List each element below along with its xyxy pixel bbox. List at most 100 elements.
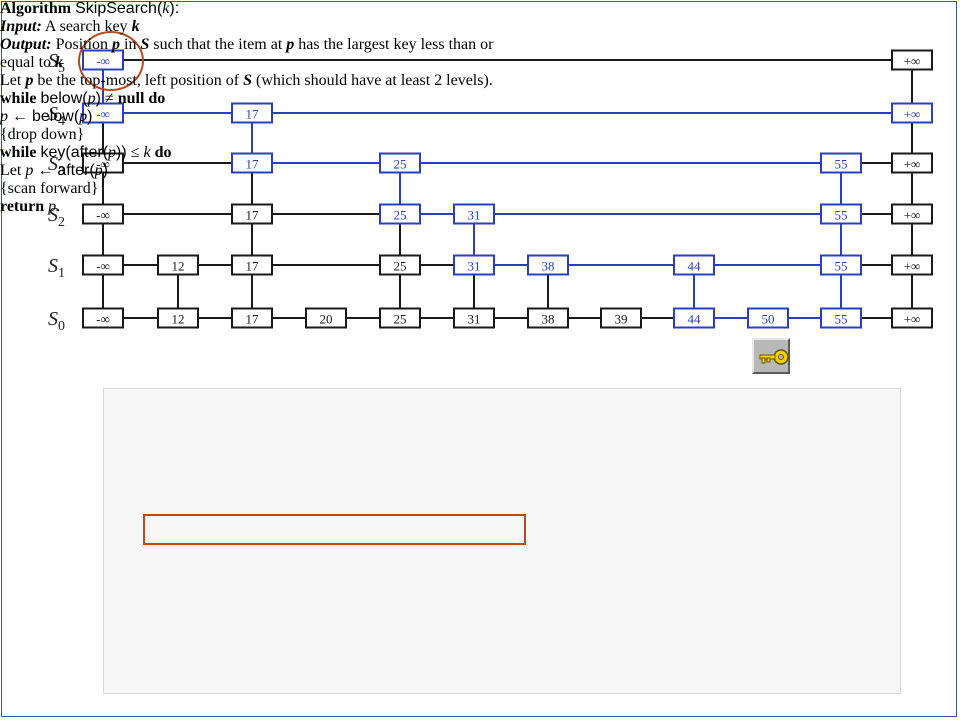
key-icon-button[interactable] bbox=[752, 338, 790, 374]
neq-symbol: ≠ bbox=[104, 90, 114, 107]
node-s0-39: 39 bbox=[600, 307, 642, 329]
output-text-5: equal to bbox=[0, 54, 52, 71]
drop-below-fn: below bbox=[32, 108, 74, 125]
node-s4-+inf: +∞ bbox=[891, 102, 933, 124]
node-s2-55: 55 bbox=[820, 203, 862, 225]
let-text-3: (which should have at least 2 levels). bbox=[255, 72, 493, 89]
node-s1-31: 31 bbox=[453, 254, 495, 276]
node-s1-38: 38 bbox=[527, 254, 569, 276]
output-text-1: Position bbox=[55, 36, 109, 53]
node-s0-25: 25 bbox=[379, 307, 421, 329]
node-s4--inf: -∞ bbox=[82, 102, 124, 124]
input-line: Input: A search key k bbox=[0, 18, 960, 36]
node-box bbox=[379, 203, 421, 225]
node-s5-+inf: +∞ bbox=[891, 49, 933, 71]
drop-arg-p: p bbox=[79, 108, 88, 125]
scan-arrow: ← bbox=[37, 162, 54, 179]
key-icon bbox=[759, 349, 789, 365]
let-var-s: S bbox=[243, 72, 252, 89]
drop-line: p ← below(p) bbox=[0, 108, 93, 125]
input-text: A search key bbox=[44, 18, 128, 35]
scan-var-p: p bbox=[25, 162, 34, 179]
node-label: -∞ bbox=[96, 107, 110, 122]
node-label: 38 bbox=[542, 312, 555, 327]
node-s1-+inf: +∞ bbox=[891, 254, 933, 276]
scan-let: Let bbox=[0, 162, 22, 179]
node-s2--inf: -∞ bbox=[82, 203, 124, 225]
node-box bbox=[379, 152, 421, 174]
input-var: k bbox=[131, 18, 140, 35]
node-box bbox=[231, 203, 273, 225]
node-s2-31: 31 bbox=[453, 203, 495, 225]
after-fn: after bbox=[70, 144, 103, 161]
level-label-s2: S2 bbox=[48, 204, 65, 230]
node-box bbox=[891, 102, 933, 124]
while-var-p: p bbox=[87, 90, 96, 107]
node-label: -∞ bbox=[96, 208, 110, 223]
node-label: 44 bbox=[688, 312, 702, 327]
node-s0-38: 38 bbox=[527, 307, 569, 329]
node-s0-31: 31 bbox=[453, 307, 495, 329]
while2-var-p: p bbox=[108, 144, 117, 161]
node-label: +∞ bbox=[904, 107, 921, 122]
node-s3-+inf: +∞ bbox=[891, 152, 933, 174]
node-s1-44: 44 bbox=[673, 254, 715, 276]
node-s1-17: 17 bbox=[231, 254, 273, 276]
node-label: 31 bbox=[468, 259, 481, 274]
node-box bbox=[82, 102, 124, 124]
node-box bbox=[157, 307, 199, 329]
output-line-1: Output: Position p in S such that the it… bbox=[0, 36, 960, 54]
return-keyword: return bbox=[0, 198, 45, 215]
do-keyword: do bbox=[148, 90, 166, 107]
node-box bbox=[820, 152, 862, 174]
node-box bbox=[305, 307, 347, 329]
output-var-k: k bbox=[55, 54, 64, 71]
output-text-3: such that the item at bbox=[153, 36, 283, 53]
node-s3--inf: -∞ bbox=[82, 152, 124, 174]
node-s1--inf: -∞ bbox=[82, 254, 124, 276]
node-label: -∞ bbox=[96, 312, 110, 327]
node-box bbox=[820, 307, 862, 329]
node-box bbox=[82, 307, 124, 329]
node-s2-17: 17 bbox=[231, 203, 273, 225]
node-label: 31 bbox=[468, 312, 481, 327]
node-box bbox=[891, 307, 933, 329]
scan-line: Let p ← after(p) bbox=[0, 162, 108, 179]
node-s1-55: 55 bbox=[820, 254, 862, 276]
node-label: 50 bbox=[762, 312, 775, 327]
node-s0-50: 50 bbox=[747, 307, 789, 329]
node-box bbox=[231, 307, 273, 329]
while-line: while below(p) ≠ null do bbox=[0, 90, 166, 107]
input-label: Input: bbox=[0, 18, 42, 35]
node-label: 55 bbox=[835, 208, 848, 223]
node-label: 17 bbox=[246, 312, 260, 327]
start-position-circle bbox=[78, 31, 144, 91]
while2-do-keyword: do bbox=[154, 144, 172, 161]
node-box bbox=[157, 254, 199, 276]
node-box bbox=[82, 203, 124, 225]
algorithm-header: Algorithm SkipSearch(k): bbox=[0, 0, 180, 17]
node-label: 31 bbox=[468, 208, 481, 223]
scan-arg-p: p bbox=[94, 162, 103, 179]
algorithm-keyword: Algorithm bbox=[0, 0, 72, 17]
node-s0-44: 44 bbox=[673, 307, 715, 329]
while2-keyword: while bbox=[0, 144, 37, 161]
null-keyword: null bbox=[117, 90, 145, 107]
node-label: 25 bbox=[394, 312, 407, 327]
algorithm-name: SkipSearch bbox=[75, 0, 157, 17]
while2-line: while key(after(p)) ≤ k do bbox=[0, 144, 172, 161]
assign-arrow: ← bbox=[12, 108, 28, 125]
drop-var-p: p bbox=[0, 108, 8, 125]
node-s2-+inf: +∞ bbox=[891, 203, 933, 225]
node-s2-25: 25 bbox=[379, 203, 421, 225]
node-s0--inf: -∞ bbox=[82, 307, 124, 329]
let-line: Let p be the top-most, left position of … bbox=[0, 72, 960, 90]
return-line: return p. bbox=[0, 198, 61, 215]
node-box bbox=[673, 254, 715, 276]
output-label: Output: bbox=[0, 36, 52, 53]
level-label-s3: S3 bbox=[48, 153, 65, 179]
node-s0-12: 12 bbox=[157, 307, 199, 329]
